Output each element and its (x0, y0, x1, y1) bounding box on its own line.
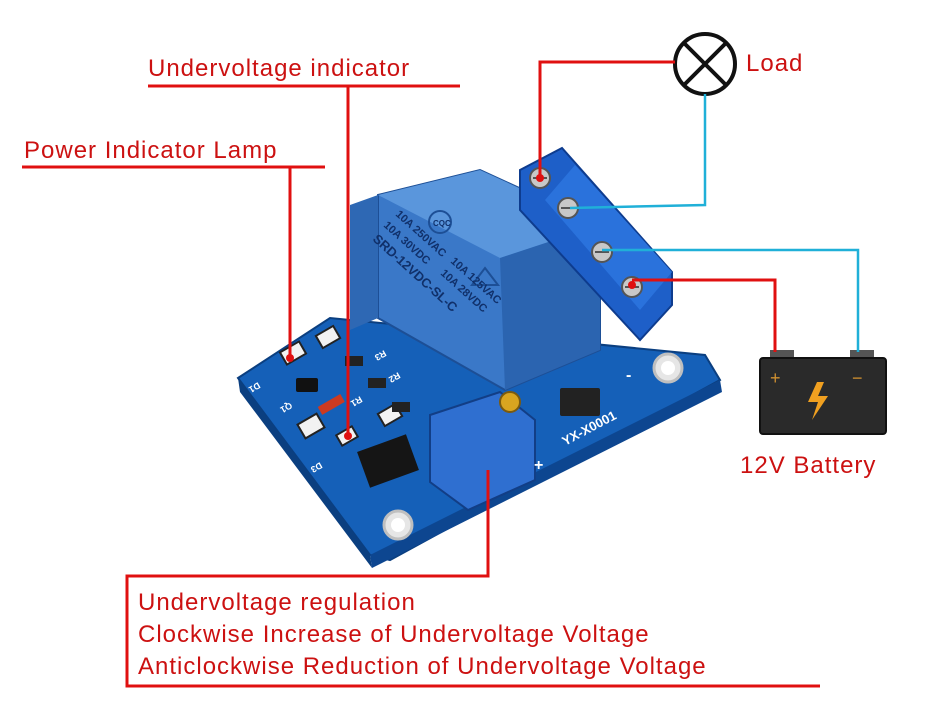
board-plus: + (534, 457, 543, 474)
battery-terminal-text: + − (770, 368, 863, 388)
label-battery: 12V Battery (740, 452, 877, 479)
board-r2: R2 (387, 370, 402, 384)
mounting-holes (382, 352, 684, 541)
battery-symbol (759, 350, 887, 435)
board-d1: D1 (247, 380, 262, 394)
label-power-indicator-lamp: Power Indicator Lamp (24, 137, 278, 164)
label-regulation-cw: Clockwise Increase of Undervoltage Volta… (138, 621, 650, 648)
pointer-dots (286, 174, 636, 440)
label-load: Load (746, 50, 804, 77)
label-undervoltage-indicator: Undervoltage indicator (148, 55, 411, 82)
load-lamp-symbol (673, 32, 737, 96)
cyan-wires (569, 94, 860, 352)
board-r3: R3 (373, 348, 388, 362)
board-d3: D3 (309, 460, 324, 474)
pcb-components (278, 324, 600, 488)
battery-minus: − (852, 368, 863, 388)
label-regulation-title: Undervoltage regulation (138, 589, 416, 616)
battery-plus: + (770, 368, 781, 388)
potentiometer (429, 390, 536, 512)
red-wires (22, 60, 820, 688)
board-r1: R1 (349, 394, 364, 408)
board-minus: - (626, 367, 631, 384)
relay-cqc: CQC (433, 219, 451, 228)
label-regulation-ccw: Anticlockwise Reduction of Undervoltage … (138, 653, 707, 680)
